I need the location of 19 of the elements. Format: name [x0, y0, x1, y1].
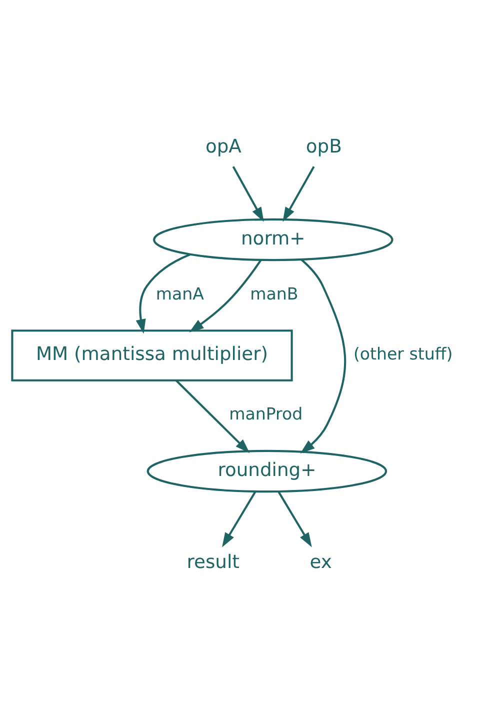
node-text: ex [310, 551, 332, 572]
arrow [189, 259, 262, 332]
edge-label: manA [156, 284, 204, 303]
node-text: opA [205, 136, 242, 157]
arrow [282, 166, 315, 222]
arrow [222, 490, 256, 547]
arrow [300, 258, 346, 453]
node-text: result [186, 551, 240, 572]
arrow [136, 253, 190, 334]
node-text: opB [306, 136, 342, 157]
node-ellipse: rounding+ [146, 449, 388, 492]
edge-label: (other stuff) [353, 344, 453, 363]
edge-label: manProd [229, 404, 303, 423]
node-ellipse: norm+ [153, 218, 394, 261]
arrow [232, 166, 264, 222]
edge-label: manB [250, 284, 298, 303]
arrow [278, 490, 312, 547]
arrow [175, 379, 250, 453]
node-box: MM (mantissa multiplier) [11, 329, 293, 381]
